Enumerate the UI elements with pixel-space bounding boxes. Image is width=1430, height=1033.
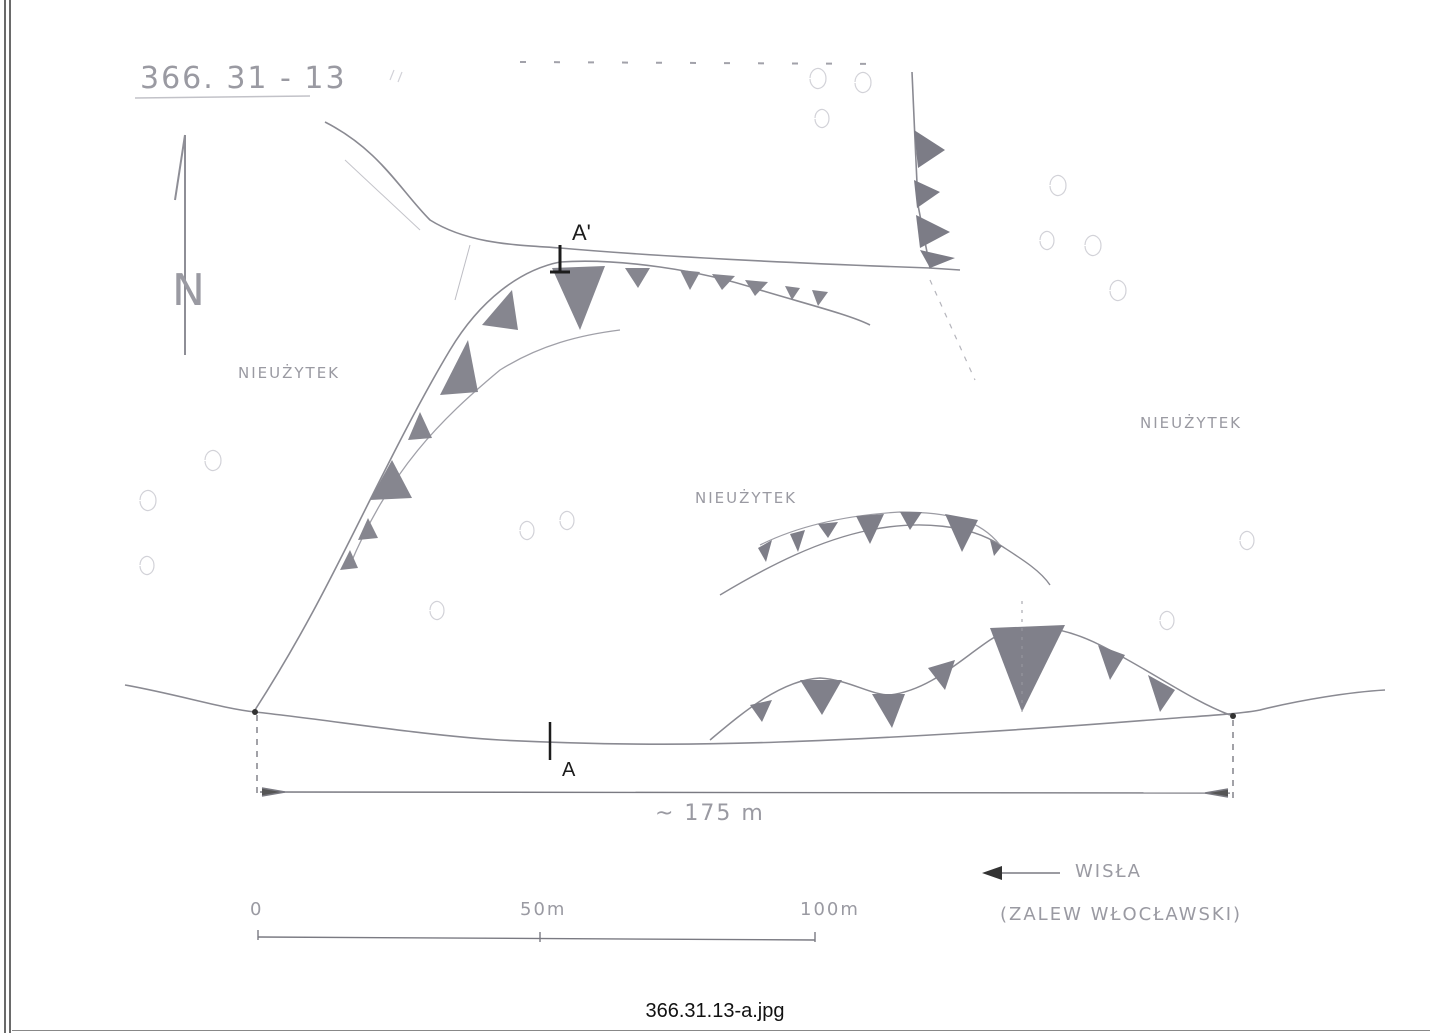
- right-dashed-slope: [929, 279, 976, 381]
- sheet-id-underline: [134, 95, 311, 99]
- baseline-start-point: [252, 709, 258, 715]
- main-slope-hachures: [340, 266, 828, 570]
- label-nieuzytek-right: NIEUŻYTEK: [1140, 413, 1242, 432]
- middle-mound-foot-line: [719, 524, 1051, 596]
- label-nieuzytek-center: NIEUŻYTEK: [695, 488, 797, 507]
- lower-ridge-hachures: [750, 625, 1175, 728]
- middle-mound-top-line: [759, 511, 1001, 546]
- frame-left-line-inner: [9, 0, 11, 1033]
- main-slope-top-edge: [254, 260, 871, 711]
- dimension-line: [256, 715, 1234, 800]
- scale-bar: [257, 930, 816, 942]
- north-letter: N: [172, 265, 207, 316]
- north-arrow: [174, 134, 186, 355]
- upper-left-tick-line: [454, 244, 471, 301]
- upper-left-slope-line: [344, 159, 421, 231]
- river-direction-arrow: [982, 866, 1060, 880]
- scale-tick-100: 100m: [800, 899, 860, 920]
- profile-marker-a-prime: [550, 245, 570, 274]
- site-sketch-map: 366. 31 - 13 N: [124, 61, 1386, 942]
- middle-mound-hachures: [758, 512, 1002, 562]
- riverbank-baseline: [124, 684, 1386, 745]
- sheet-id: 366. 31 - 13: [140, 61, 347, 96]
- profile-label-a: A: [562, 759, 576, 781]
- river-note: (ZALEW WŁOCŁAWSKI): [1000, 904, 1242, 925]
- image-caption: 366.31.13-a.jpg: [645, 1000, 785, 1022]
- scale-tick-50: 50m: [520, 899, 566, 920]
- label-nieuzytek-left: NIEUŻYTEK: [238, 363, 340, 382]
- dimension-label: ~ 175 m: [655, 801, 765, 826]
- scale-tick-0: 0: [250, 899, 263, 920]
- main-slope-foot-line: [349, 329, 621, 566]
- top-edge-dashed-line: [519, 61, 891, 65]
- river-name: WISŁA: [1075, 861, 1142, 882]
- frame-left-line-outer: [4, 0, 6, 1033]
- vegetation-marks: [139, 67, 1255, 631]
- profile-label-a-prime: A': [572, 220, 591, 245]
- baseline-end-point: [1230, 713, 1236, 719]
- upper-terrace-edge: [324, 121, 931, 269]
- right-escarpment-hachures: [914, 130, 955, 268]
- bottom-border-line: [12, 1030, 1430, 1031]
